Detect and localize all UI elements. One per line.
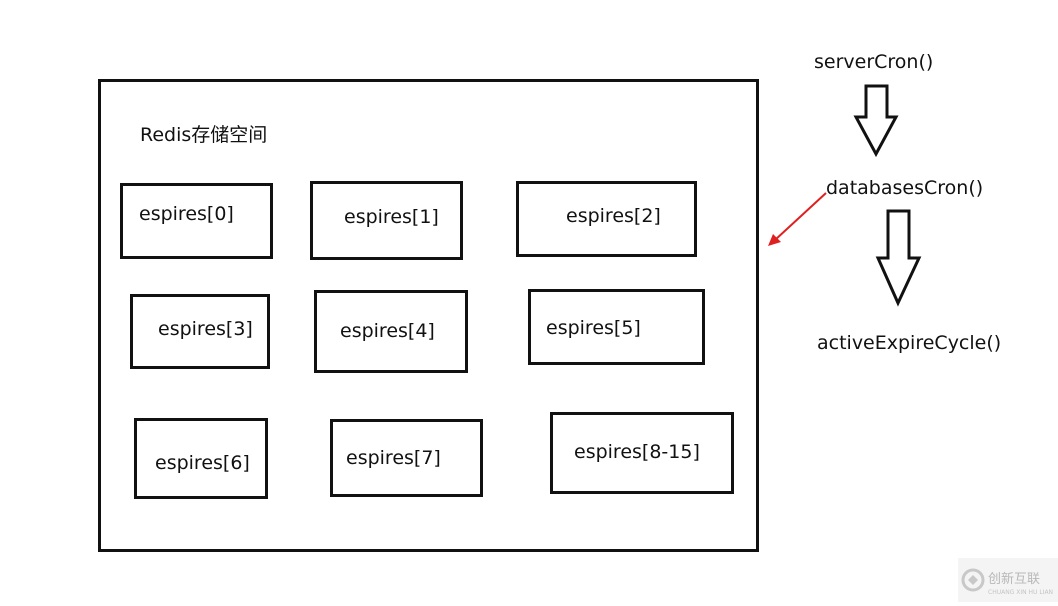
step-databases-cron: databasesCron(): [826, 177, 984, 199]
slot-box-5: [528, 289, 705, 365]
slot-label-6: espires[6]: [155, 452, 250, 474]
slot-label-1: espires[1]: [344, 206, 439, 228]
slot-label-2: espires[2]: [566, 205, 661, 227]
svg-text:创新互联: 创新互联: [988, 571, 1040, 587]
slot-box-6: [134, 418, 268, 499]
slot-box-0: [120, 183, 273, 259]
slot-box-7: [330, 419, 483, 497]
slot-label-5: espires[5]: [546, 317, 641, 339]
pointer-arrow-head-icon: [768, 234, 781, 246]
down-arrow-icon: [853, 84, 899, 158]
storage-title: Redis存储空间: [140, 124, 268, 146]
slot-box-1: [310, 181, 463, 260]
watermark-logo: 创新互联 CHUANG XIN HU LIAN: [958, 558, 1058, 602]
slot-box-4: [314, 290, 468, 373]
slot-box-8: [550, 412, 734, 494]
slot-label-0: espires[0]: [139, 203, 234, 225]
down-arrow-icon: [875, 209, 922, 307]
slot-label-3: espires[3]: [158, 318, 253, 340]
redis-storage-container: [98, 79, 759, 552]
slot-label-4: espires[4]: [340, 320, 435, 342]
slot-box-3: [130, 294, 270, 369]
slot-label-8: espires[8-15]: [574, 441, 700, 463]
pointer-arrow-line: [774, 192, 827, 241]
slot-label-7: espires[7]: [346, 447, 441, 469]
step-active-expire-cycle: activeExpireCycle(): [817, 332, 1002, 354]
svg-text:CHUANG XIN HU LIAN: CHUANG XIN HU LIAN: [988, 589, 1053, 596]
step-server-cron: serverCron(): [814, 51, 934, 73]
slot-box-2: [516, 181, 697, 257]
